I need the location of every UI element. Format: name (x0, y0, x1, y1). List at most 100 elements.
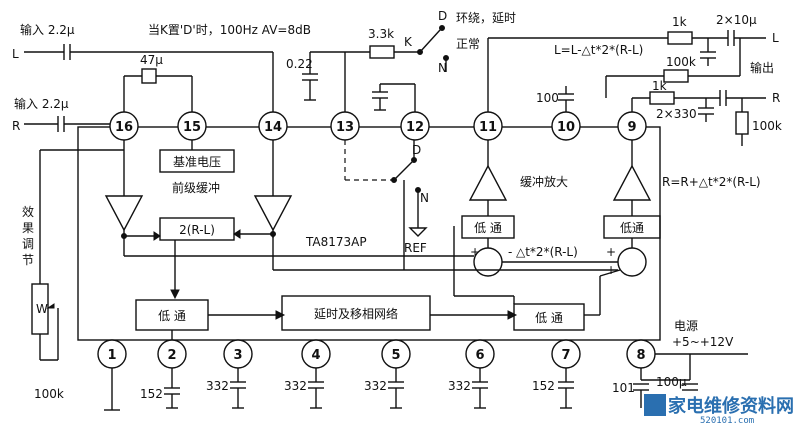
buffer-right (253, 195, 293, 232)
res-100k-right-label: 100k (752, 119, 782, 133)
buffer-left (104, 195, 144, 232)
watermark-text: 家电维修资料网 (668, 395, 794, 417)
lowpass-2-label: 低通 (620, 221, 644, 235)
watermark: 家电维修资料网 520101.com (644, 394, 794, 426)
pin-3-label: 3 (233, 348, 242, 363)
delta-expr: △t*2*(R-L) (516, 245, 578, 259)
pin-14-label: 14 (264, 120, 282, 135)
output-r-label: R (772, 91, 780, 105)
lowpass-4 (513, 303, 585, 331)
output-label: 输出 (750, 60, 774, 75)
cap-152-b: 152 (532, 368, 574, 409)
cap-022-label: 0.22 (286, 57, 313, 71)
cap-152-a-label: 152 (140, 387, 163, 401)
cap-332-d: 332 (448, 368, 488, 409)
top-pins: 16 15 14 13 12 11 10 9 (109, 111, 647, 141)
input-l-network: 输入 2.2μ L (12, 22, 274, 112)
power-label: 电源 (674, 319, 698, 333)
pin-1-label: 1 (107, 348, 116, 363)
effect-adjust-2: 果 (22, 221, 34, 235)
effect-adjust-3: 调 (22, 237, 34, 251)
power-supply: 电源 +5~+12V 101 100μ (612, 319, 748, 408)
pre-buffer-label: 前级缓冲 (172, 180, 220, 195)
ref-label: REF (404, 241, 427, 255)
pin-15-label: 15 (183, 120, 201, 135)
switch-d-label: D (438, 9, 447, 23)
res-1k-top-label: 1k (672, 15, 687, 29)
switch-inner-d: D (412, 143, 421, 157)
internal-switch: D N REF (344, 140, 429, 270)
output-r-network: 1k R 2×330 100k (631, 79, 782, 146)
input-l-pin-label: L (12, 47, 19, 61)
switch-k: D 环绕，延时 N 正常 (417, 9, 516, 75)
cap-100-label: 100 (536, 91, 559, 105)
pin-16-label: 16 (115, 120, 133, 135)
formula-l: L=L-△t*2*(R-L) (554, 43, 643, 57)
delay-network-label: 延时及移相网络 (314, 306, 398, 321)
res-100k-top: 100k 输出 (605, 38, 774, 98)
pin-7-label: 7 (561, 348, 570, 363)
buffer-amp-label: 缓冲放大 (520, 174, 568, 189)
pin-6-label: 6 (475, 348, 484, 363)
switch-n-label: N (438, 61, 447, 75)
block-2rl (159, 217, 235, 241)
cap-332-b: 332 (284, 368, 324, 409)
cap-332-d-label: 332 (448, 379, 471, 393)
cap-47u-label: 47μ (140, 53, 163, 67)
pot-w-label: W (36, 302, 48, 316)
cap-022: 0.22 (286, 52, 318, 101)
pin-5-label: 5 (391, 348, 400, 363)
pot-w: W 100k (31, 149, 124, 401)
switch-k-label: K (404, 35, 413, 49)
cap-332-a: 332 (206, 368, 246, 409)
formula-r: R=R+△t*2*(R-L) (662, 175, 761, 189)
watermark-url: 520101.com (700, 416, 754, 426)
pin-11-label: 11 (479, 120, 497, 135)
res-1k-mid-label: 1k (652, 79, 667, 93)
input-r-label: 输入 2.2μ (14, 96, 69, 111)
pin-4-label: 4 (311, 348, 320, 363)
cap-2x330-label: 2×330 (656, 107, 697, 121)
lowpass-4-label: 低 通 (535, 311, 563, 325)
power-range: +5~+12V (672, 335, 734, 349)
delay-network (281, 295, 431, 331)
lowpass-1-label: 低 通 (474, 221, 502, 235)
cap-152-b-label: 152 (532, 379, 555, 393)
effect-adjust-4: 节 (22, 253, 34, 267)
res-100k-top-label: 100k (666, 55, 696, 69)
switch-note: 当K置'D'时，100Hz AV=8dB (148, 23, 311, 37)
cap-332-b-label: 332 (284, 379, 307, 393)
res-100k-left-label: 100k (34, 387, 64, 401)
plus-sign-b: + (606, 245, 616, 259)
cap-100u-label: 100μ (656, 375, 687, 389)
res-3-3k-label: 3.3k (368, 27, 394, 41)
cap-332-c-label: 332 (364, 379, 387, 393)
cap-101-label: 101 (612, 381, 635, 395)
cap-100: 100 (536, 86, 574, 112)
chip-name: TA8173AP (305, 235, 367, 249)
cap-152-a: 152 (140, 368, 180, 409)
lowpass-3-label: 低 通 (158, 309, 186, 323)
normal-label: 正常 (456, 37, 480, 51)
pin-12-label: 12 (406, 120, 424, 135)
pin-8-label: 8 (636, 348, 645, 363)
vref-block (159, 149, 235, 173)
plus-sign-a: + (470, 245, 480, 259)
vref-label: 基准电压 (173, 155, 221, 169)
cap-2x10u-label: 2×10μ (716, 13, 757, 27)
pin-10-label: 10 (557, 120, 575, 135)
pin-2-label: 2 (167, 348, 176, 363)
res-3-3k: 3.3k K (345, 27, 418, 59)
input-r-network: 输入 2.2μ R (12, 96, 110, 133)
effect-adjust-1: 效 (22, 204, 34, 219)
cap-332-c: 332 (364, 368, 404, 409)
output-buffer-left (468, 164, 508, 201)
block-2rl-label: 2(R-L) (179, 223, 215, 237)
mixer-right (617, 247, 647, 277)
switch-inner-n: N (420, 191, 429, 205)
pin-9-label: 9 (627, 120, 636, 135)
cap-332-a-label: 332 (206, 379, 229, 393)
input-r-pin-label: R (12, 119, 20, 133)
bottom-pins: 1 2 3 4 5 6 7 8 (97, 339, 656, 369)
